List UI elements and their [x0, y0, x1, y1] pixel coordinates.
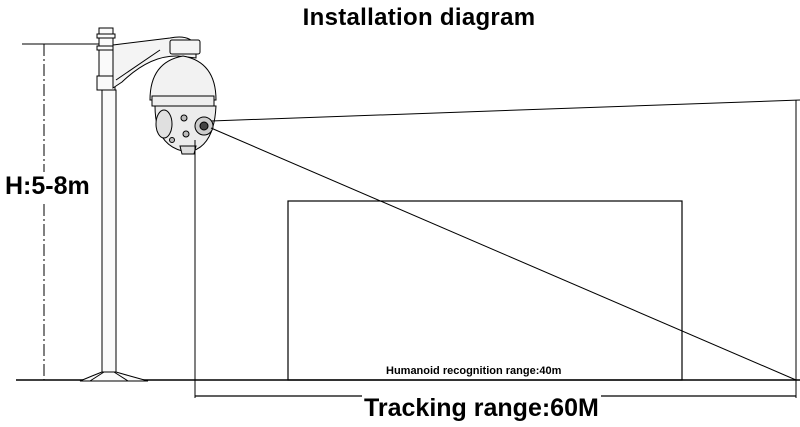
humanoid-recognition-area: [287, 200, 683, 381]
diagram-title: Installation diagram: [302, 4, 536, 31]
humanoid-range-label: Humanoid recognition range:40m: [386, 365, 562, 377]
height-dimension: [22, 43, 102, 380]
view-lines: [194, 99, 800, 398]
ptz-dome-camera-icon: [149, 55, 217, 155]
bracket-arm: [112, 36, 201, 89]
tracking-range-label: Tracking range:60M: [362, 394, 601, 423]
height-label: H:5-8m: [4, 172, 91, 201]
